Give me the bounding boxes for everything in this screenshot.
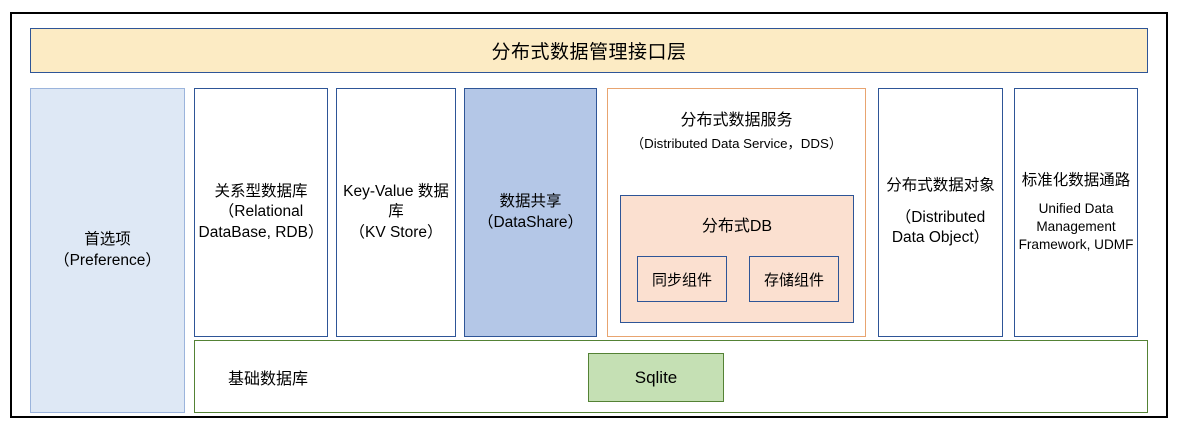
ddo-label-cn: 分布式数据对象 (886, 177, 995, 195)
rdb-text: 关系型数据库 （Relational DataBase, RDB） (195, 182, 327, 243)
datashare-box[interactable]: 数据共享 （DataShare） (464, 88, 597, 337)
udmf-label-en: Unified Data Management Framework, UDMF (1018, 201, 1134, 253)
storage-component-box[interactable]: 存储组件 (749, 256, 839, 302)
rdb-label-cn: 关系型数据库 (214, 182, 308, 200)
storage-component-label: 存储组件 (763, 271, 824, 289)
datashare-label-en: （DataShare） (477, 213, 584, 231)
kv-label-cn: Key-Value 数据库 (343, 182, 449, 221)
ddo-text: 分布式数据对象 （Distributed Data Object） (879, 176, 1002, 248)
datashare-label-cn: 数据共享 (499, 193, 562, 211)
kv-label-en: （KV Store） (349, 223, 443, 241)
key-value-store-box[interactable]: Key-Value 数据库 （KV Store） (336, 88, 456, 337)
relational-database-box[interactable]: 关系型数据库 （Relational DataBase, RDB） (194, 88, 328, 337)
preference-label-cn: 首选项 (84, 231, 131, 249)
distributed-db-title: 分布式DB (701, 218, 773, 235)
distributed-db-box[interactable]: 分布式DB 同步组件 存储组件 (620, 195, 854, 323)
sqlite-label: Sqlite (634, 367, 678, 387)
sqlite-box[interactable]: Sqlite (588, 353, 724, 402)
ddo-label-en: （Distributed Data Object） (891, 208, 990, 247)
dds-title: 分布式数据服务 (680, 112, 793, 129)
sync-component-label: 同步组件 (651, 271, 712, 289)
preference-box[interactable]: 首选项 （Preference） (30, 88, 185, 413)
udmf-text: 标准化数据通路 Unified Data Management Framewor… (1015, 171, 1137, 254)
base-database-label: 基础数据库 (228, 370, 309, 388)
sync-component-box[interactable]: 同步组件 (637, 256, 727, 302)
udmf-label-cn: 标准化数据通路 (1021, 171, 1131, 189)
distributed-data-object-box[interactable]: 分布式数据对象 （Distributed Data Object） (878, 88, 1003, 337)
dds-subtitle: （Distributed Data Service，DDS） (630, 136, 843, 151)
preference-text: 首选项 （Preference） (54, 230, 161, 271)
interface-layer-label: 分布式数据管理接口层 (491, 42, 687, 63)
base-database-bar: 基础数据库 Sqlite (194, 340, 1148, 413)
datashare-text: 数据共享 （DataShare） (478, 192, 583, 233)
kv-text: Key-Value 数据库 （KV Store） (337, 182, 455, 243)
interface-layer-banner: 分布式数据管理接口层 (30, 28, 1148, 73)
udmf-box[interactable]: 标准化数据通路 Unified Data Management Framewor… (1014, 88, 1138, 337)
rdb-label-en: （Relational DataBase, RDB） (198, 203, 324, 241)
distributed-data-service-panel[interactable]: 分布式数据服务 （Distributed Data Service，DDS） 分… (607, 88, 866, 337)
preference-label-en: （Preference） (54, 251, 161, 269)
